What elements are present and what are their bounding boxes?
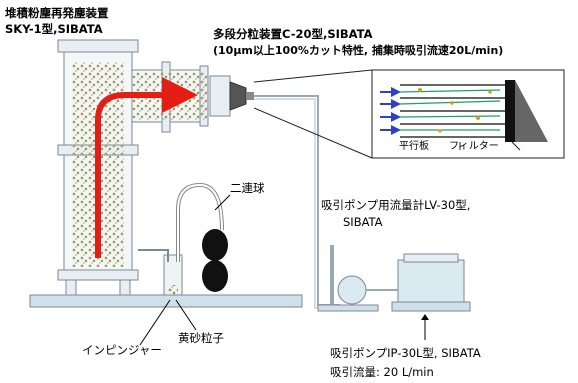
filter-label: フィルター xyxy=(449,141,499,152)
parallel-plates xyxy=(400,84,505,138)
cascade-inset xyxy=(253,69,565,159)
impinger xyxy=(138,249,183,296)
sand-particles-label: 黄砂粒子 xyxy=(178,331,224,345)
pump-label: 吸引ポンプIP-30L型, SIBATA xyxy=(330,346,481,360)
double-bulb xyxy=(176,182,228,292)
pump-flow-label: 吸引流量: 20 L/min xyxy=(330,365,434,379)
suction-pump xyxy=(366,253,471,312)
flowmeter xyxy=(317,245,379,312)
double-bulb-label: 二連球 xyxy=(230,181,265,195)
flowmeter-model: SIBATA xyxy=(343,215,383,229)
airflow-arrow xyxy=(95,77,198,258)
cascade-spec: (10μm以上100%カット特性, 捕集時吸引流速20L/min) xyxy=(213,44,504,57)
cascade-label: 多段分粒装置C-20型,SIBATA xyxy=(213,27,373,41)
resuspension-device-label: 堆積粉塵再発塵装置 xyxy=(5,6,109,20)
flowmeter-label: 吸引ポンプ用流量計LV-30型, xyxy=(321,198,471,212)
filter-element xyxy=(505,80,548,142)
flow-arrows xyxy=(380,87,401,135)
resuspension-device-model: SKY-1型,SIBATA xyxy=(5,22,103,36)
cascade-impactor xyxy=(209,75,254,117)
parallel-plate-label: 平行板 xyxy=(399,141,429,152)
impinger-label: インピンジャー xyxy=(82,343,162,357)
